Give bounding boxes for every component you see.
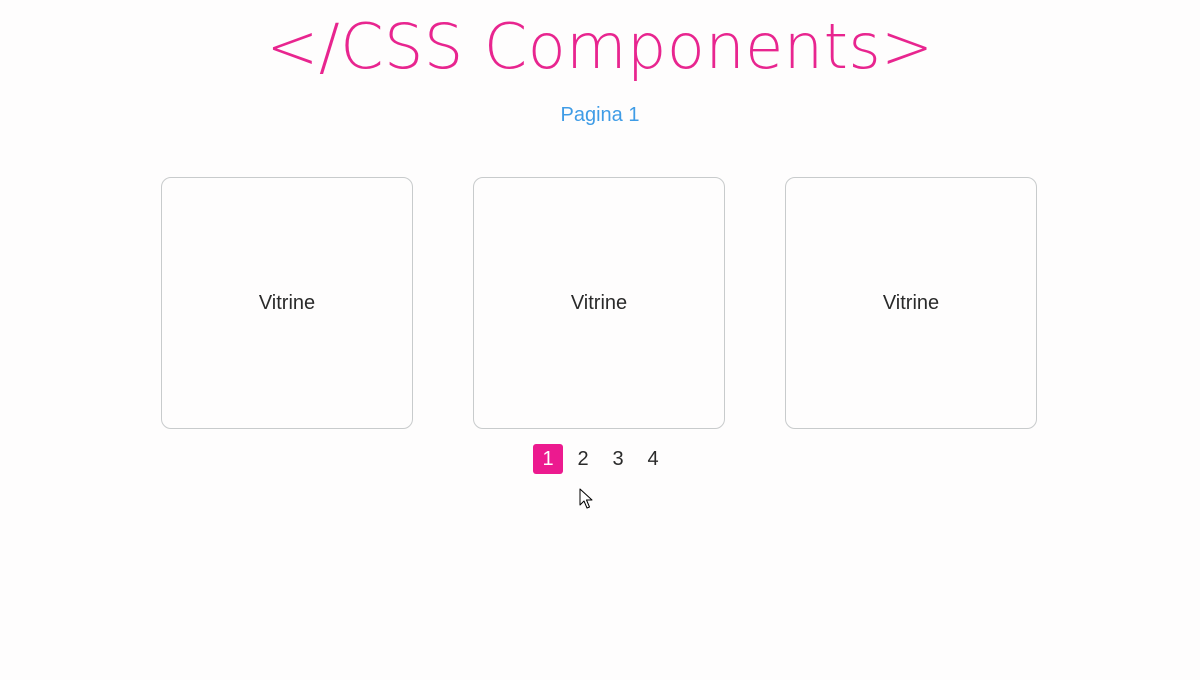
card-label: Vitrine [258,291,316,314]
page-button-4[interactable]: 4 [647,447,659,470]
page-title: </CSS Components> [266,10,934,83]
pagination: 1 2 3 4 [533,444,673,474]
page-button-1[interactable]: 1 [533,444,563,474]
card-label: Vitrine [882,291,940,314]
showcase-card[interactable]: Vitrine [785,177,1037,429]
arrow-pointer-icon [579,488,593,509]
page-button-3[interactable]: 3 [612,447,624,470]
card-label: Vitrine [570,291,628,314]
showcase-card[interactable]: Vitrine [473,177,725,429]
page-button-2[interactable]: 2 [577,447,589,470]
showcase-card[interactable]: Vitrine [161,177,413,429]
showcase-cards: Vitrine Vitrine Vitrine [161,177,1037,429]
page-subtitle: Pagina 1 [560,104,640,126]
